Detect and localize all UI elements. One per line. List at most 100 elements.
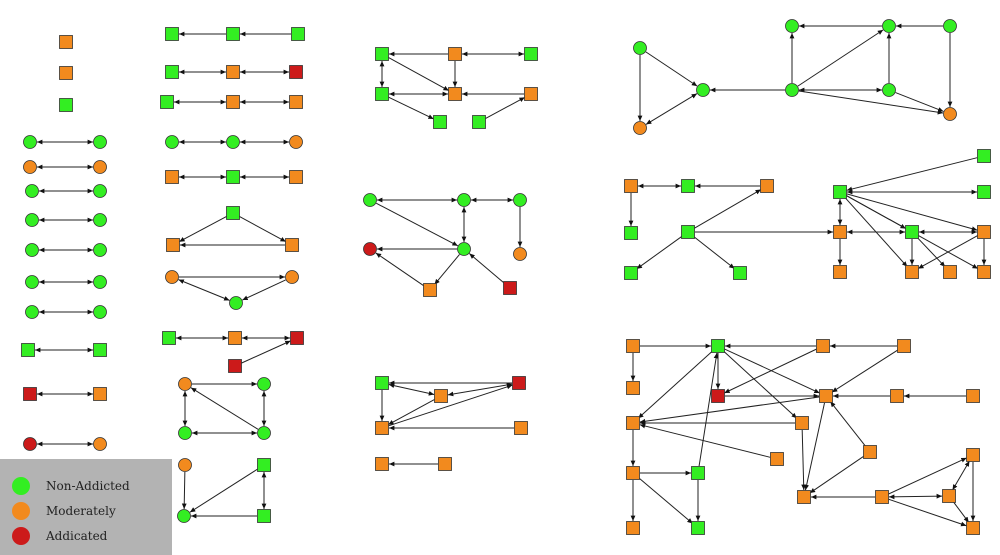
edge [645,93,698,125]
network-node [624,266,638,280]
network-node [165,65,179,79]
network-node [289,65,303,79]
network-node [23,437,37,451]
network-node [226,206,240,220]
network-node [943,265,957,279]
network-node [363,242,377,256]
network-node [375,87,389,101]
network-node [512,376,526,390]
edge [698,352,719,467]
network-node [93,160,107,174]
network-node [363,193,377,207]
network-node [178,458,192,472]
edge [798,90,944,115]
network-node [514,421,528,435]
orange-dot-icon [12,502,30,520]
network-node [25,243,39,257]
legend-item-moderately: Moderately [12,501,116,521]
network-node [375,47,389,61]
network-node [165,170,179,184]
network-node [633,121,647,135]
network-node [257,509,271,523]
edge [829,401,867,447]
edge [484,96,526,120]
network-node [882,19,896,33]
network-node [257,377,271,391]
edge [804,402,825,491]
network-node [897,339,911,353]
edge [241,340,291,364]
network-node [178,377,192,391]
network-node [25,213,39,227]
network-node [626,466,640,480]
edge [181,471,187,510]
network-node [624,226,638,240]
network-node [711,339,725,353]
network-node [434,389,448,403]
legend-item-addicted: Addicated [12,526,107,546]
network-node [165,27,179,41]
network-node [833,185,847,199]
network-node [178,426,192,440]
network-node [423,283,437,297]
edge [693,189,762,229]
edge [434,254,460,285]
edge [639,423,771,458]
network-node [626,381,640,395]
network-node [457,242,471,256]
network-node [626,416,640,430]
network-node [624,179,638,193]
network-node [93,437,107,451]
network-node [289,170,303,184]
network-node [165,270,179,284]
edge [388,96,434,120]
network-node [816,339,830,353]
network-node [289,135,303,149]
edge [645,51,698,87]
network-node [285,238,299,252]
network-node [785,19,799,33]
edge [724,348,820,394]
edge [387,398,436,426]
network-node [291,27,305,41]
network-node [228,331,242,345]
network-node [943,19,957,33]
network-node [160,95,174,109]
network-node [905,265,919,279]
edge [242,279,286,301]
network-node [833,225,847,239]
network-node [977,265,991,279]
edge [722,350,798,419]
network-node [513,247,527,261]
network-node [226,170,240,184]
network-node [785,83,799,97]
network-node [93,275,107,289]
network-node [257,426,271,440]
network-node [503,281,517,295]
network-node [229,296,243,310]
edges-layer [35,23,987,527]
network-node [977,185,991,199]
network-node [93,213,107,227]
edge [952,460,970,491]
edge [639,396,820,424]
network-node [290,331,304,345]
edge [638,477,693,524]
network-node [23,387,37,401]
green-dot-icon [12,477,30,495]
network-node [23,135,37,149]
network-node [863,445,877,459]
network-node [59,35,73,49]
network-node [93,305,107,319]
network-node [23,160,37,174]
network-node [513,193,527,207]
edge [809,455,865,494]
edge [375,252,425,287]
network-node [226,27,240,41]
network-node [289,95,303,109]
network-node [711,389,725,403]
network-node [977,149,991,163]
network-node [93,343,107,357]
network-node [375,376,389,390]
